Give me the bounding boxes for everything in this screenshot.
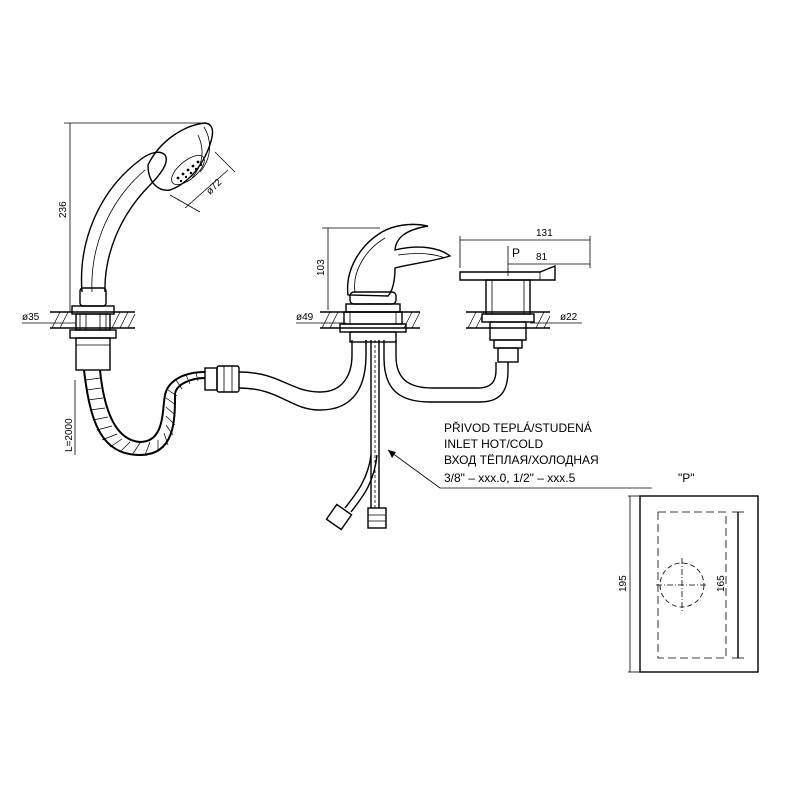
supply-hoses — [325, 340, 387, 531]
inlet-line-3: ВХОД ТЁПЛАЯ/ХОЛОДНАЯ — [444, 453, 599, 467]
detail-outer-label: 195 — [618, 575, 629, 592]
detail-inner-label: 165 — [716, 575, 727, 592]
shower-height-label: 236 — [58, 201, 69, 218]
inlet-note: PŘIVOD TEPLÁ/STUDENÁ INLET HOT/COLD ВХОД… — [387, 420, 652, 489]
spout-base-diameter-label: ø49 — [296, 312, 314, 323]
handle-base-diameter-label: ø22 — [560, 312, 578, 323]
base-left-diameter-label: ø35 — [22, 312, 40, 323]
inlet-line-4: 3/8" – xxx.0, 1/2" – xxx.5 — [444, 471, 576, 485]
detail-p: "P" 195 165 — [618, 471, 759, 673]
detail-title: "P" — [678, 471, 695, 485]
shower-head-diameter-label: ø72 — [204, 177, 224, 197]
handle-ref-label: P — [512, 246, 520, 260]
inlet-line-1: PŘIVOD TEPLÁ/STUDENÁ — [444, 420, 592, 435]
side-handle: 131 P 81 ø22 — [459, 228, 591, 363]
flexible-hose: L=2000 — [64, 365, 240, 457]
shower-dimension-lines: 236 ø72 — [58, 122, 236, 313]
spout-height-label: 103 — [316, 259, 327, 276]
handle-offset-label: 81 — [536, 252, 548, 263]
hand-shower — [79, 122, 214, 307]
connecting-pipe — [238, 340, 509, 411]
hose-length-label: L=2000 — [64, 418, 75, 452]
center-spout: 103 ø49 — [296, 223, 452, 343]
left-deck-mount: ø35 — [22, 305, 136, 371]
handle-length-label: 131 — [536, 228, 553, 239]
inlet-line-2: INLET HOT/COLD — [444, 437, 543, 451]
